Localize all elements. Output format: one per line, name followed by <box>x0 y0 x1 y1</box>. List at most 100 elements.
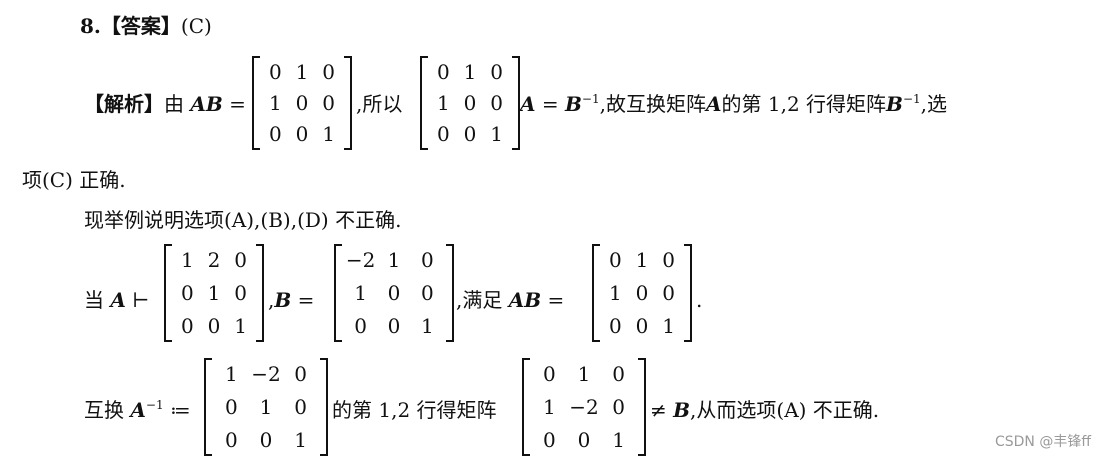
matrix-cell: 0 <box>612 395 626 419</box>
matrix-cell: 1 <box>259 395 273 419</box>
equals-sign: = <box>297 288 315 312</box>
text-conclusion: ,从而选项(A) 不正确. <box>690 398 880 422</box>
right-bracket <box>512 56 520 150</box>
matrix-cell: 0 <box>635 313 649 338</box>
matrix-cell: 1 <box>612 427 626 452</box>
matrix-cell: 0 <box>542 362 556 387</box>
symbol-B: B <box>673 398 691 422</box>
matrix-cell: 0 <box>542 427 556 452</box>
symbol-A: A <box>110 288 126 312</box>
right-bracket <box>320 358 328 456</box>
matrix-cell: 0 <box>295 122 309 147</box>
matrix-cell: 1 <box>354 281 368 305</box>
equals-sign: ⊢ <box>132 288 150 312</box>
comma: , <box>268 288 275 312</box>
matrix-cell: 1 <box>294 427 308 452</box>
matrix-cell: 0 <box>259 427 273 452</box>
right-bracket <box>446 244 454 342</box>
symbol-B: B <box>274 288 292 312</box>
answer-choice: (C) <box>180 14 212 38</box>
equals-sign: = <box>541 92 559 116</box>
matrix-cell: 0 <box>234 248 248 273</box>
answer-header: 8.【答案】(C) <box>80 14 212 38</box>
matrix-cell: 0 <box>322 59 336 84</box>
text-xuan: ,选 <box>920 92 948 116</box>
watermark: CSDN @丰锋ff <box>994 434 1091 450</box>
matrix-cell: 1 <box>662 313 676 338</box>
symbol-B: B <box>565 92 582 116</box>
analysis-conclusion: 项(C) 正确. <box>22 168 126 192</box>
matrix-cell: 0 <box>635 281 649 305</box>
matrix-cell: 1 <box>387 248 401 273</box>
symbol-B: B <box>886 92 903 116</box>
inverse-exponent: −1 <box>145 398 164 413</box>
matrix-cell: 1 <box>224 362 238 387</box>
matrix-cell: 1 <box>608 281 622 305</box>
inverse-exponent: −1 <box>902 92 921 107</box>
matrix-cell: 0 <box>180 313 194 338</box>
symbol-A: A <box>520 92 536 116</box>
matrix-cell: −2 <box>251 362 281 387</box>
swap-tail: ≠ B,从而选项(A) 不正确. <box>650 398 879 422</box>
matrix-cell: 0 <box>612 362 626 387</box>
symbol-A: A <box>705 92 722 116</box>
question-number: 8. <box>80 14 101 38</box>
matrix-cell: 1 <box>542 395 556 419</box>
period: . <box>696 288 703 312</box>
matrix-cell: 0 <box>387 281 401 305</box>
matrix-cell: 0 <box>268 122 282 147</box>
inverse-exponent: −1 <box>581 92 600 107</box>
symbol-AB: AB <box>508 288 542 312</box>
text-satisfy: ,满足 <box>456 288 503 312</box>
matrix-cell: 1 <box>234 313 248 338</box>
matrix-cell: 0 <box>268 59 282 84</box>
matrix-cell: 1 <box>180 248 194 273</box>
matrix-cell: 0 <box>207 313 221 338</box>
matrix-cell: 0 <box>224 427 238 452</box>
equals-sign: = <box>547 288 565 312</box>
right-bracket <box>638 358 646 456</box>
matrix-cell: 1 <box>207 281 221 305</box>
answer-tag: 【答案】 <box>100 14 181 38</box>
matrix-cell: 0 <box>294 395 308 419</box>
left-bracket <box>592 244 600 342</box>
matrix-cell: 0 <box>295 91 309 115</box>
matrix-cell: −2 <box>569 395 599 419</box>
matrix-cell: 0 <box>436 122 450 147</box>
matrix-cell: 1 <box>268 91 282 115</box>
matrix-cell: 0 <box>463 122 477 147</box>
matrix-cell: 0 <box>387 313 401 338</box>
left-bracket <box>252 56 260 150</box>
matrix-cell: 0 <box>294 362 308 387</box>
matrix-cell: 1 <box>322 122 336 147</box>
swap-lead: 互换 A−1 ≔ <box>84 398 191 422</box>
left-bracket <box>522 358 530 456</box>
matrix-cell: 0 <box>436 59 450 84</box>
matrix-cell: 0 <box>322 91 336 115</box>
example-satisfy: ,满足 AB = <box>456 288 564 312</box>
matrix-cell: 1 <box>577 362 591 387</box>
not-equal-sign: ≠ <box>650 398 667 422</box>
matrix-cell: 0 <box>354 313 368 338</box>
analysis-tail: A = B−1,故互换矩阵A的第 1,2 行得矩阵B−1,选 <box>520 92 947 116</box>
right-bracket <box>684 244 692 342</box>
text-swap-matrix: ,故互换矩阵 <box>599 92 706 116</box>
text-you: 由 <box>164 92 184 116</box>
matrix-cell: 0 <box>490 91 504 115</box>
matrix-cell: −2 <box>345 248 376 273</box>
analysis-lead: 【解析】由 AB = <box>84 92 246 116</box>
matrix-cell: 0 <box>463 91 477 115</box>
text-rows: 的第 1,2 行得矩阵 <box>721 92 887 116</box>
matrix-cell: 0 <box>608 248 622 273</box>
left-bracket <box>420 56 428 150</box>
symbol-A: A <box>130 398 146 422</box>
equals-sign: = <box>229 92 246 116</box>
matrix-cell: 0 <box>224 395 238 419</box>
matrix-cell: 0 <box>662 281 676 305</box>
matrix-cell: 1 <box>436 91 450 115</box>
